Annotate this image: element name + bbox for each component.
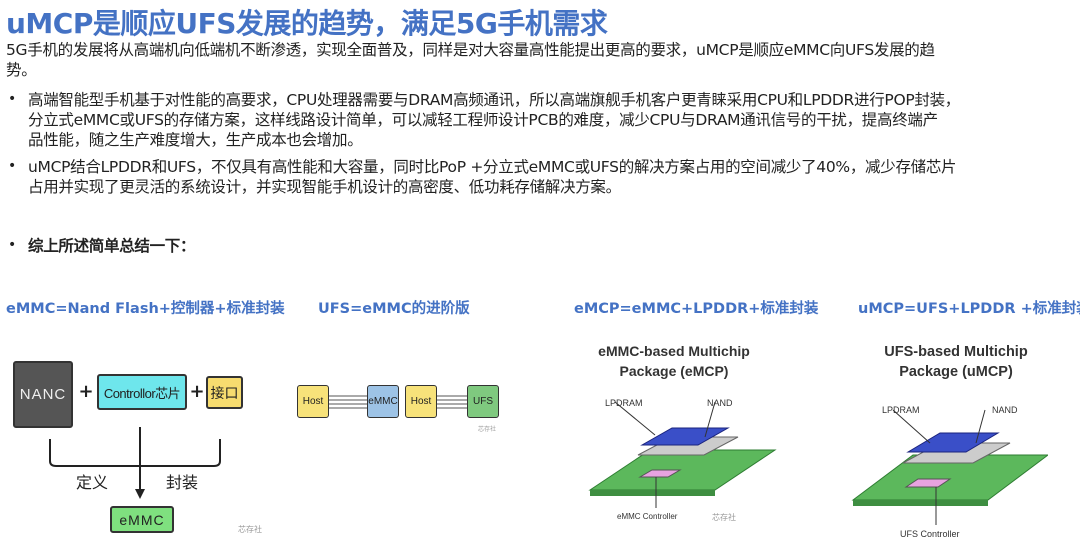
intro-line: 势。 [6,61,37,79]
bullet-1-line: 分立式eMMC或UFS的存储方案，这样线路设计简单，可以减轻工程师设计PCB的难… [28,111,938,129]
lpdram-label: LPDRAM [882,405,920,415]
bullet-1-line: 品性能，随之生产难度增大，生产成本也会增加。 [28,131,363,149]
bus-lines [437,395,467,409]
brace-arrow [49,427,221,499]
bullet-icon: • [8,91,17,107]
label-emmc: eMMC=Nand Flash+控制器+标准封装 [6,301,285,317]
bullet-2-line: uMCP结合LPDDR和UFS，不仅具有高性能和大容量，同时比PoP +分立式e… [28,158,957,176]
label-umcp: uMCP=UFS+LPDDR +标准封装 [858,301,1080,317]
watermark: 芯存社 [478,426,497,433]
bullet-2-line: 占用并实现了更灵活的系统设计，并实现智能手机设计的高密度、低功耗存储解决方案。 [28,178,621,196]
controller-label: UFS Controller [900,529,960,539]
controller-label: eMMC Controller [617,512,678,521]
emmc-chip-block: eMMC [367,385,399,418]
watermark: 芯存社 [712,513,736,522]
label-ufs: UFS=eMMC的进阶版 [318,301,470,317]
nand-label: NAND [992,405,1018,415]
umcp-title-line: UFS-based Multichip [884,344,1028,360]
emmc-result-block: eMMC [110,506,174,533]
nand-label: NAND [707,398,733,408]
page-title: uMCP是顺应UFS发展的趋势，满足5G手机需求 [6,7,608,40]
lpdram-label: LPDRAM [605,398,643,408]
plus-sign: + [189,381,205,402]
emcp-title-line: eMMC-based Multichip [598,343,750,359]
bullet-icon: • [8,237,17,253]
bullet-1-line: 高端智能型手机基于对性能的高要求，CPU处理器需要与DRAM高频通讯，所以高端旗… [28,91,961,109]
umcp-package-illustration [851,409,1048,525]
interface-block: 接口 [206,376,243,409]
bullet-icon: • [8,158,17,174]
intro-line: 5G手机的发展将从高端机向低端机不断渗透，实现全面普及，同样是对大容量高性能提出… [6,41,935,59]
plus-sign: + [78,381,94,402]
emcp-package-illustration [588,401,777,508]
package-label: 封装 [166,473,199,492]
watermark: 芯存社 [238,525,262,534]
host-block: Host [405,385,437,418]
umcp-title-line: Package (uMCP) [899,364,1013,380]
summary-line: 综上所述简单总结一下： [28,237,196,255]
bus-lines [329,395,367,409]
host-block: Host [297,385,329,418]
ufs-chip-block: UFS [467,385,499,418]
controller-block: Controllor芯片 [97,374,187,410]
emcp-title-line: Package (eMCP) [619,363,729,379]
nand-block: NANC [13,361,73,428]
define-label: 定义 [76,473,109,492]
label-emcp: eMCP=eMMC+LPDDR+标准封装 [574,301,819,317]
